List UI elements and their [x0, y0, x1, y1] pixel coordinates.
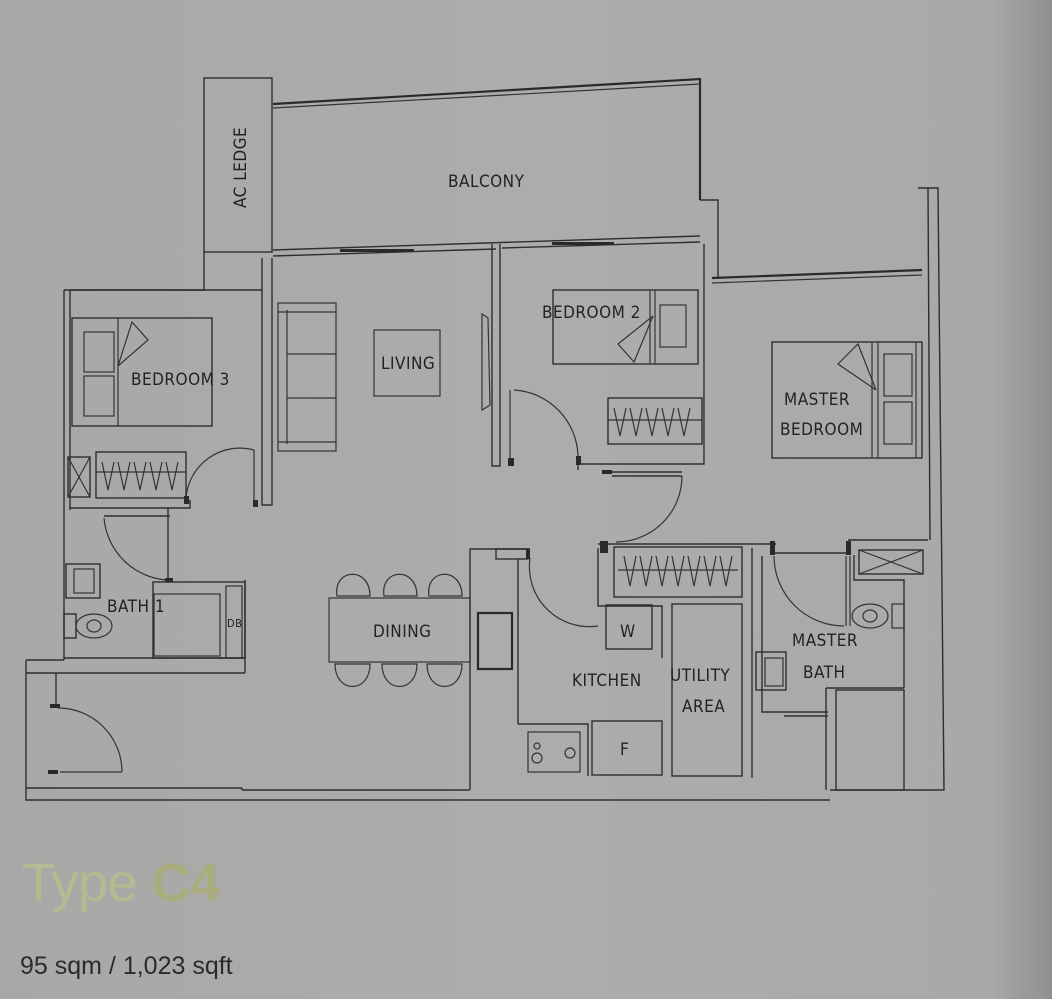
master-bedroom-label-line2: BEDROOM [780, 420, 863, 440]
balcony: BALCONY [272, 77, 702, 257]
balcony-label: BALCONY [448, 172, 525, 192]
outer-walls [25, 187, 945, 801]
dining-label: DINING [373, 622, 432, 642]
bedroom-2: BEDROOM 2 [508, 244, 705, 543]
ac-ledge: AC LEDGE [203, 77, 273, 253]
bedroom-3: BEDROOM 3 [67, 258, 273, 507]
dining: DINING [328, 573, 471, 688]
utility-label-line2: AREA [682, 697, 725, 717]
utility-area: UTILITY AREA [670, 548, 753, 778]
washer-label: W [620, 622, 636, 642]
master-bath: MASTER BATH [755, 539, 928, 791]
utility-label-line1: UTILITY [670, 666, 730, 686]
living-label: LIVING [381, 354, 435, 374]
unit-area: 95 sqm / 1,023 sqft [20, 952, 233, 980]
living-room: LIVING [277, 244, 501, 467]
master-bath-label-line1: MASTER [792, 631, 858, 651]
master-bath-label-line2: BATH [803, 663, 845, 683]
unit-type-prefix: Type [22, 853, 138, 913]
unit-type-title: Type C4 [22, 856, 220, 910]
db-label: DB [227, 617, 242, 630]
bedroom-2-label: BEDROOM 2 [542, 303, 641, 323]
bath-1-label: BATH 1 [107, 597, 165, 617]
unit-type-code: C4 [151, 853, 221, 913]
ac-ledge-label: AC LEDGE [231, 127, 251, 208]
kitchen: F W KITCHEN [469, 541, 776, 790]
master-bedroom: MASTER BEDROOM [771, 341, 923, 459]
bedroom-3-label: BEDROOM 3 [131, 370, 230, 390]
fridge-label: F [620, 740, 629, 760]
master-bedroom-label-line1: MASTER [784, 390, 850, 410]
kitchen-label: KITCHEN [572, 671, 642, 691]
bath-1: BATH 1 DB [48, 500, 246, 774]
